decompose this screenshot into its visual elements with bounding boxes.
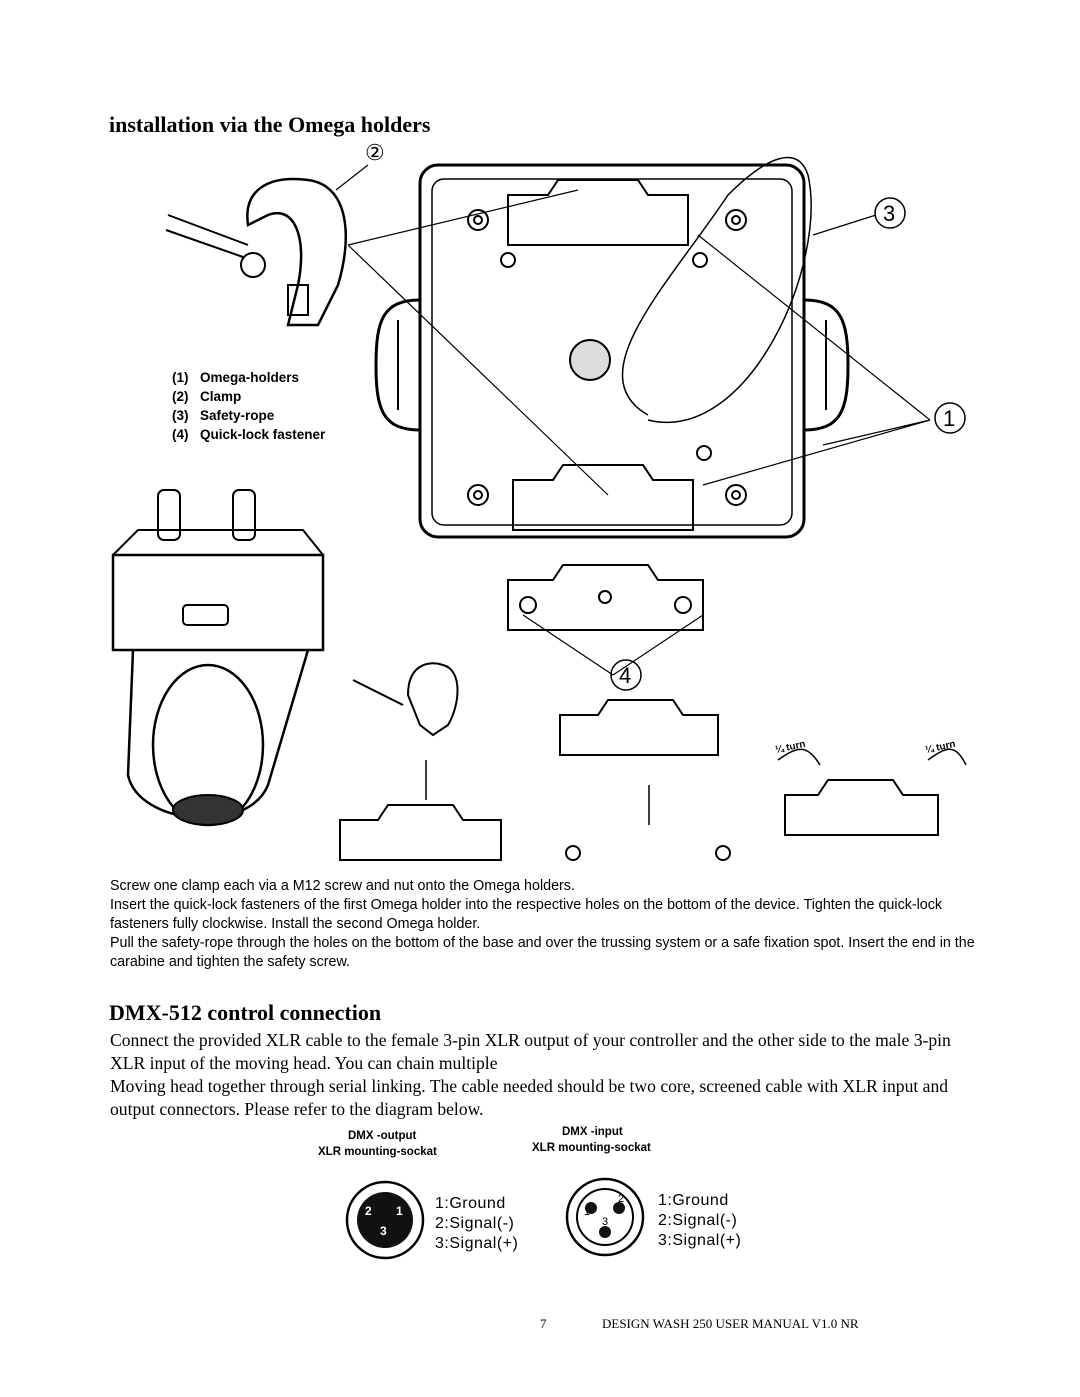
output-pin-2: 2	[365, 1204, 372, 1218]
installation-instructions: Screw one clamp each via a M12 screw and…	[110, 877, 990, 972]
legend-text-3: Safety-rope	[200, 408, 275, 423]
input-pin-1: 1	[584, 1206, 590, 1218]
section-title-omega: installation via the Omega holders	[109, 112, 431, 137]
legend-text-2: Clamp	[200, 389, 241, 404]
legend-text-4: Quick-lock fastener	[200, 427, 326, 442]
callout-4: 4	[619, 663, 631, 688]
clamp-small	[406, 662, 459, 737]
legend-num-2: (2)	[172, 389, 189, 404]
input-legend-3: 3:Signal(+)	[658, 1232, 741, 1249]
footer-text: DESIGN WASH 250 USER MANUAL V1.0 NR	[602, 1316, 859, 1331]
clamp-top	[246, 177, 348, 327]
input-pin-2: 2	[618, 1193, 624, 1205]
callout-3: 3	[883, 201, 895, 226]
installation-diagram: ② 3 1 4 (1) Omega-holders (2) Clamp (3) …	[111, 140, 967, 861]
fixture-base	[111, 553, 325, 652]
legend-num-4: (4)	[172, 427, 189, 442]
output-legend-1: 1:Ground	[435, 1195, 506, 1212]
output-legend-2: 2:Signal(-)	[435, 1215, 514, 1232]
input-pin-3: 3	[602, 1216, 608, 1228]
instruction-2: Insert the quick-lock fasteners of the f…	[110, 897, 943, 932]
xlr-input-connector: 1 2 3	[565, 1177, 645, 1257]
xlr-diagram: DMX -output XLR mounting-sockat DMX -inp…	[318, 1126, 741, 1260]
omega-bracket	[507, 564, 704, 631]
base-plate	[418, 163, 806, 539]
holder-step3	[784, 779, 939, 836]
omega-holder-top	[507, 179, 689, 246]
dmx-paragraph-1: Connect the provided XLR cable to the fe…	[110, 1030, 951, 1073]
xlr-output-connector: 2 1 3	[345, 1180, 425, 1260]
safety-rope	[621, 156, 812, 423]
legend-num-3: (3)	[172, 408, 189, 423]
omega-holder-bottom	[512, 464, 694, 531]
right-handle	[803, 298, 850, 432]
section-title-dmx: DMX-512 control connection	[109, 1000, 382, 1025]
output-pin-1: 1	[396, 1204, 403, 1218]
callout-1: 1	[943, 406, 955, 431]
callout-2: ②	[365, 140, 385, 165]
output-pin-3: 3	[380, 1224, 387, 1238]
left-handle	[374, 298, 421, 432]
dmx-description: Connect the provided XLR cable to the fe…	[110, 1029, 990, 1121]
page-number: 7	[540, 1316, 547, 1331]
page-footer: 7 DESIGN WASH 250 USER MANUAL V1.0 NR	[540, 1316, 859, 1332]
holder-step1	[339, 804, 502, 861]
output-label-1: DMX -output	[348, 1130, 417, 1142]
legend-text-1: Omega-holders	[200, 370, 299, 385]
dmx-paragraph-2: Moving head together through serial link…	[110, 1076, 949, 1119]
turn-label-left: ¼ turn	[774, 739, 806, 756]
instruction-1: Screw one clamp each via a M12 screw and…	[110, 878, 575, 894]
output-label-2: XLR mounting-sockat	[318, 1146, 437, 1158]
diagram-legend: (1) Omega-holders (2) Clamp (3) Safety-r…	[172, 370, 326, 442]
holder-step2	[559, 699, 719, 756]
input-legend-1: 1:Ground	[658, 1192, 729, 1209]
output-legend-3: 3:Signal(+)	[435, 1235, 518, 1252]
input-legend-2: 2:Signal(-)	[658, 1212, 737, 1229]
input-label-1: DMX -input	[562, 1126, 623, 1138]
input-label-2: XLR mounting-sockat	[532, 1142, 651, 1154]
legend-num-1: (1)	[172, 370, 189, 385]
instruction-3: Pull the safety-rope through the holes o…	[110, 935, 975, 970]
turn-label-right: ¼ turn	[924, 739, 956, 756]
fixture-yoke	[126, 649, 310, 820]
